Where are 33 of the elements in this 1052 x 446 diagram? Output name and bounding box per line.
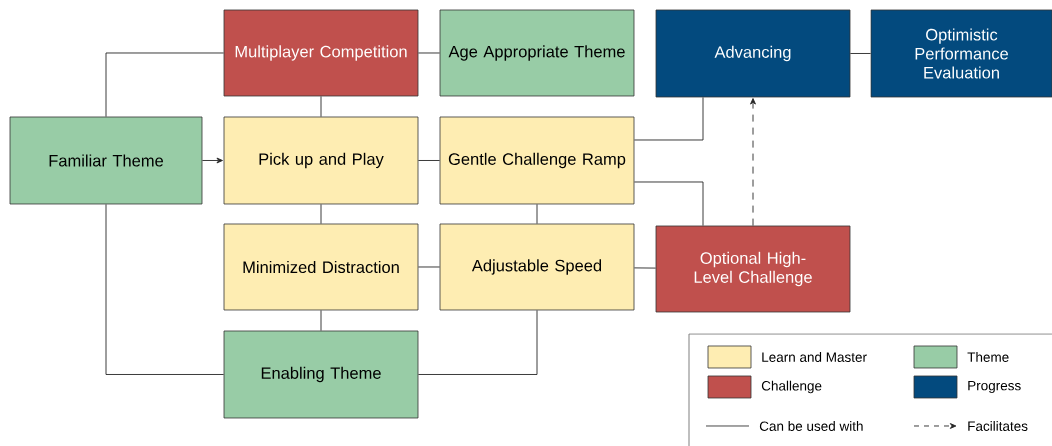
connector [320, 95, 322, 118]
process-box: Adjustable Speed [439, 223, 635, 311]
process-box: Optimistic Performance Evaluation [870, 9, 1052, 98]
connector [536, 203, 538, 225]
connector [320, 203, 322, 225]
connector [417, 266, 441, 268]
process-box: Familiar Theme [9, 116, 203, 205]
process-box: Age Appropriate Theme [439, 9, 635, 97]
legend-label: Facilitates [968, 421, 1028, 431]
legend-label: Can be used with [759, 421, 863, 431]
process-box: Pick up and Play [223, 116, 419, 205]
legend-label: Theme [967, 352, 1009, 362]
connector [849, 53, 872, 54]
connector [201, 157, 223, 164]
process-box: Gentle Challenge Ramp [439, 116, 635, 205]
legend-label: Progress [968, 380, 1021, 394]
legend-label: Learn and Master [762, 352, 867, 362]
process-box: Enabling Theme [223, 330, 419, 419]
process-box: Minimized Distraction [223, 223, 419, 311]
connector [750, 98, 756, 227]
connector [320, 309, 322, 332]
legend-label: Challenge [761, 380, 822, 394]
connector [417, 160, 441, 161]
connector [633, 267, 657, 269]
connector [633, 96, 704, 141]
process-box: Optional High-Level Challenge [655, 225, 851, 313]
process-box: Multiplayer Competition [223, 9, 419, 97]
process-box: Advancing [655, 9, 851, 98]
connector [417, 309, 538, 375]
connector [633, 181, 704, 227]
connector [105, 203, 225, 375]
connector [417, 52, 441, 54]
connector [105, 52, 225, 118]
